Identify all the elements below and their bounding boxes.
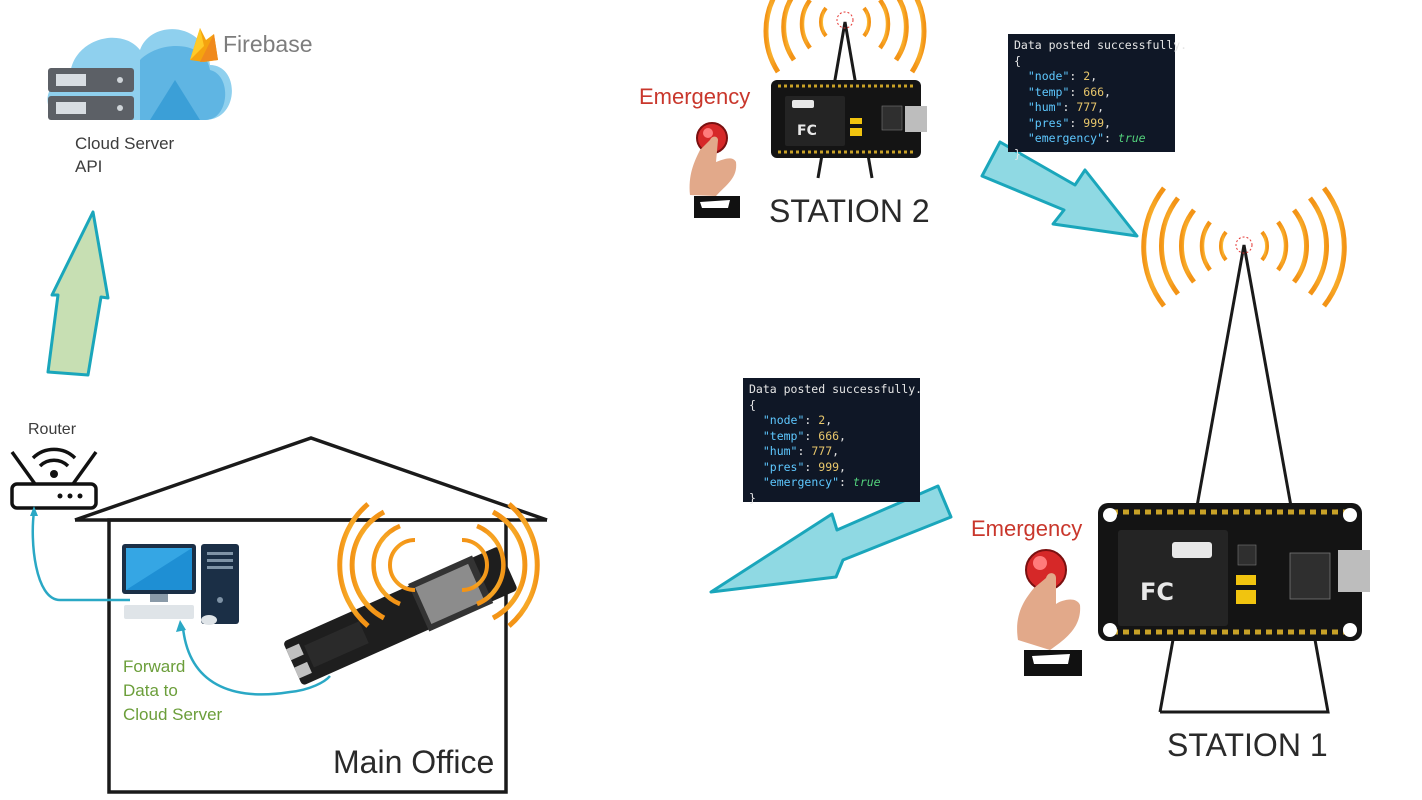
station1-signal-icon — [1141, 186, 1347, 308]
terminal-value: 777 — [811, 444, 833, 458]
terminal-value: 999 — [818, 459, 840, 474]
terminal-open-brace: { — [1014, 53, 1021, 68]
firebase-logo-icon — [190, 28, 218, 62]
terminal-key: "hum" — [762, 444, 798, 458]
firebase-label: Firebase — [223, 31, 313, 57]
terminal-open-brace: { — [749, 397, 756, 412]
terminal-value: 666 — [1083, 84, 1105, 99]
forward-data-label-line3: Cloud Server — [123, 705, 223, 724]
terminal-key: "pres" — [762, 459, 805, 474]
terminal-key: "node" — [762, 413, 805, 427]
station2-label: STATION 2 — [769, 193, 930, 229]
terminal-output-station1: Data posted successfully. { "node": 2, "… — [743, 378, 923, 505]
network-cables — [30, 506, 331, 696]
terminal-key: "emergency" — [1027, 131, 1105, 145]
computer-icon — [122, 544, 239, 625]
terminal-key: "node" — [1027, 69, 1070, 83]
terminal-key: "temp" — [1027, 84, 1070, 99]
forward-data-label-line1: Forward — [123, 657, 186, 676]
station1-nodemcu-board: FC — [1098, 503, 1370, 641]
terminal-key: "hum" — [1027, 100, 1063, 114]
svg-text:FC: FC — [797, 123, 817, 139]
terminal-value: true — [852, 475, 881, 489]
cloud-server-label-line2: API — [75, 157, 103, 176]
station1-emergency-button-icon — [1017, 549, 1082, 676]
main-office-building — [74, 436, 548, 794]
router-label: Router — [28, 421, 77, 438]
terminal-key: "temp" — [762, 428, 805, 443]
office-esp32-board — [284, 547, 517, 685]
terminal-value: 999 — [1083, 115, 1105, 130]
station2-signal-icon — [763, 0, 927, 74]
station2-nodemcu-board: FC — [771, 80, 927, 158]
terminal-header: Data posted successfully. — [749, 382, 923, 396]
terminal-key: "emergency" — [762, 475, 840, 489]
station2-emergency-button-icon — [689, 122, 740, 218]
terminal-key: "pres" — [1027, 115, 1070, 130]
forward-data-label-line2: Data to — [123, 681, 178, 700]
terminal-value: 666 — [818, 428, 840, 443]
station1-antenna — [1158, 236, 1330, 714]
cloud-server-label-line1: Cloud Server — [75, 134, 175, 153]
terminal-value: 2 — [818, 413, 826, 427]
terminal-close-brace: } — [1014, 146, 1021, 161]
terminal-header: Data posted successfully. — [1014, 38, 1188, 52]
terminal-output-station2: Data posted successfully. { "node": 2, "… — [1008, 34, 1188, 161]
main-office-label: Main Office — [333, 744, 495, 780]
terminal-close-brace: } — [749, 490, 756, 505]
terminal-value: true — [1117, 131, 1146, 145]
router-icon — [10, 447, 98, 510]
terminal-value: 2 — [1083, 69, 1091, 83]
station1-label: STATION 1 — [1167, 727, 1328, 763]
data-arrow-station1-to-office — [709, 484, 953, 594]
station2-emergency-label: Emergency — [639, 84, 751, 109]
upload-arrow — [46, 210, 110, 377]
server-icon — [48, 68, 134, 120]
svg-text:FC: FC — [1140, 578, 1174, 606]
office-signal-icon — [337, 502, 540, 628]
terminal-value: 777 — [1076, 100, 1098, 114]
station1-emergency-label: Emergency — [971, 516, 1083, 541]
